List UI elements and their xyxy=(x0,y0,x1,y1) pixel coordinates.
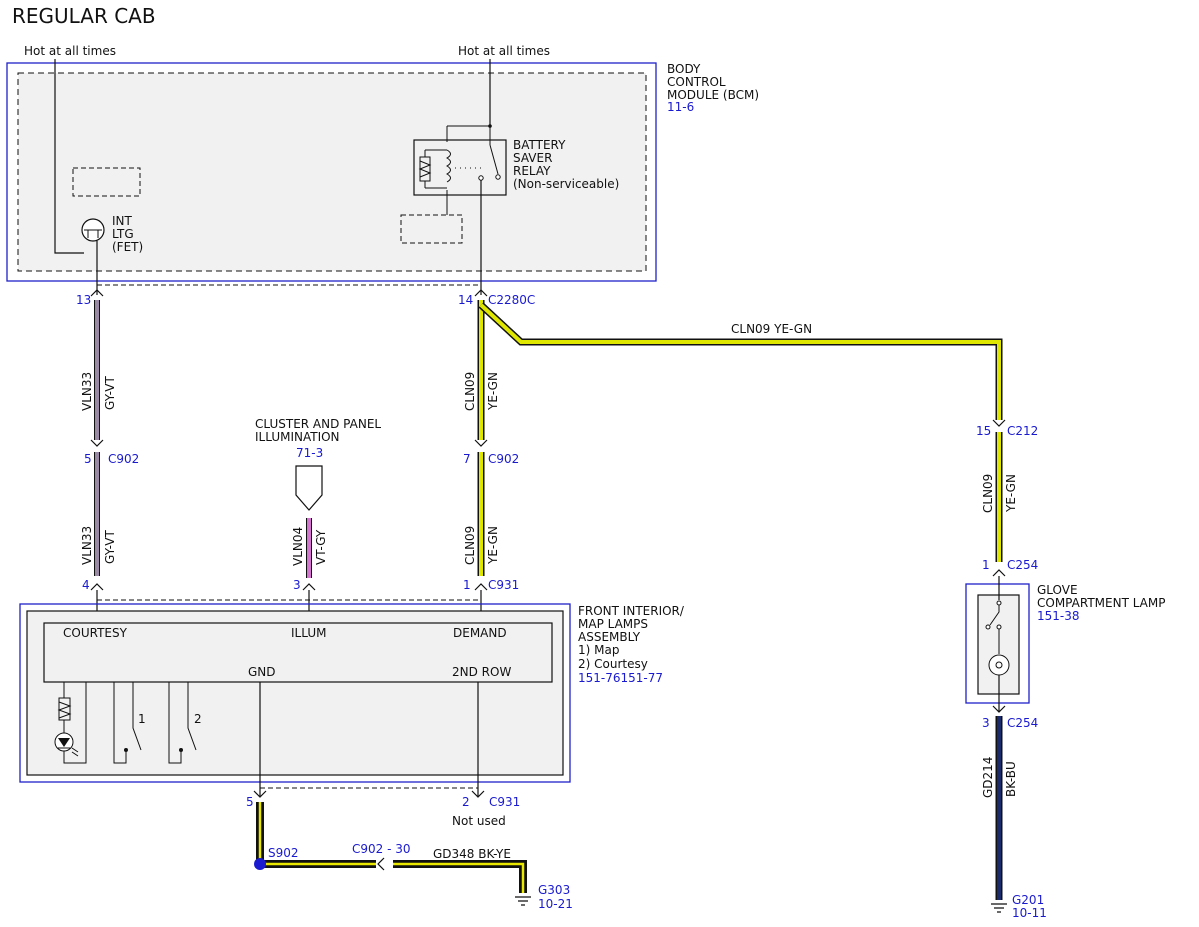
c902-pin-5: 5 xyxy=(84,452,92,466)
cluster-label-line1: CLUSTER AND PANEL xyxy=(255,417,381,431)
bcm-label-line3: MODULE (BCM) xyxy=(667,88,759,102)
s902-label: S902 xyxy=(268,846,299,860)
bcm-module-body xyxy=(17,72,647,272)
glove-bulb-icon xyxy=(988,654,1010,676)
wire-cln09-upper-circuit: CLN09 xyxy=(463,372,477,411)
relay-placeholder-box xyxy=(400,214,463,244)
g303-reference[interactable]: 10-21 xyxy=(538,897,573,911)
wire-vln33-lower-color: GY-VT xyxy=(103,530,117,564)
c931-connector-top[interactable]: C931 xyxy=(488,578,519,592)
front-lamps-module xyxy=(43,622,553,683)
c902-30-connector-icon xyxy=(377,857,385,871)
relay-coil-icon xyxy=(445,149,451,183)
glove-lamp-outline xyxy=(965,583,1030,704)
bcm-reference[interactable]: 11-6 xyxy=(667,100,694,114)
fet-label-line2: LTG xyxy=(112,227,134,241)
wire-cln09-lower-circuit: CLN09 xyxy=(463,526,477,565)
bcm-module-outline xyxy=(6,62,657,282)
bcm-label-line2: CONTROL xyxy=(667,75,726,89)
cluster-connector-flag-icon xyxy=(295,465,323,511)
glove-switch-icon xyxy=(989,605,1000,626)
c2280c-connector[interactable]: C2280C xyxy=(488,293,535,307)
g201-reference[interactable]: 10-11 xyxy=(1012,906,1047,920)
c254-pin-1: 1 xyxy=(982,558,990,572)
wire-cln09-branch xyxy=(479,303,1001,420)
c902-pin-7: 7 xyxy=(463,452,471,466)
c2280c-pin-14: 14 xyxy=(458,293,473,307)
switch-2-label: 2 xyxy=(194,712,202,726)
wire-gd214-circuit: GD214 xyxy=(981,757,995,798)
wire-cln09-upper-color: YE-GN xyxy=(486,372,500,411)
front-lamps-courtesy: COURTESY xyxy=(63,626,128,640)
cluster-reference[interactable]: 71-3 xyxy=(296,446,323,460)
relay-label-line2: SAVER xyxy=(513,151,552,165)
hot-label-right: Hot at all times xyxy=(458,44,550,58)
page-title: REGULAR CAB xyxy=(12,4,156,28)
s902-splice xyxy=(254,858,266,870)
relay-internal-wiring xyxy=(446,125,491,215)
wire-vln33-upper-circuit: VLN33 xyxy=(80,372,94,411)
wire-vln33-upper-color: GY-VT xyxy=(103,376,117,410)
fet-label-line3: (FET) xyxy=(112,240,143,254)
switch-1-label: 1 xyxy=(138,712,146,726)
c902-connector-left[interactable]: C902 xyxy=(108,452,139,466)
front-lamps-outline xyxy=(19,603,571,783)
wire-gd214-color: BK-BU xyxy=(1004,761,1018,797)
wire-cln09-branch-label: CLN09 YE-GN xyxy=(731,322,812,336)
wire-cln09-glove-circuit: CLN09 xyxy=(981,474,995,513)
c902-connector-right[interactable]: C902 xyxy=(488,452,519,466)
c254-pin-3: 3 xyxy=(982,716,990,730)
fet-power-feed xyxy=(54,59,84,254)
map-switch-icon xyxy=(132,698,142,751)
glove-reference[interactable]: 151-38 xyxy=(1037,609,1080,623)
courtesy-switch-icon xyxy=(187,682,197,751)
glove-label-line1: GLOVE xyxy=(1037,583,1078,597)
front-lamps-demand: DEMAND xyxy=(453,626,507,640)
relay-label-line1: BATTERY xyxy=(513,138,566,152)
cluster-label-line2: ILLUMINATION xyxy=(255,430,340,444)
front-lamps-label-line4: 1) Map xyxy=(578,643,619,657)
c931-pin-2: 2 xyxy=(462,795,470,809)
wire-cln09-glove-color: YE-GN xyxy=(1004,474,1018,513)
c931-pin-5: 5 xyxy=(246,795,254,809)
glove-label-line2: COMPARTMENT LAMP xyxy=(1037,596,1165,610)
front-lamps-reference[interactable]: 151-76151-77 xyxy=(578,671,663,685)
c931-connector-bottom[interactable]: C931 xyxy=(489,795,520,809)
c254-connector-bottom[interactable]: C254 xyxy=(1007,716,1038,730)
front-lamps-gnd: GND xyxy=(248,665,276,679)
c902-30-label[interactable]: C902 - 30 xyxy=(352,842,411,856)
hot-label-left: Hot at all times xyxy=(24,44,116,58)
front-lamps-label-line5: 2) Courtesy xyxy=(578,657,648,671)
not-used-label: Not used xyxy=(452,814,506,828)
c212-connector[interactable]: C212 xyxy=(1007,424,1038,438)
c931-pin-1: 1 xyxy=(463,578,471,592)
wire-vln04-color: VT-GY xyxy=(314,529,328,565)
wire-vln04-circuit: VLN04 xyxy=(291,527,305,566)
c931-pin-4: 4 xyxy=(82,578,90,592)
g303-label: G303 xyxy=(538,883,570,897)
relay-label-line4: (Non-serviceable) xyxy=(513,177,619,191)
wire-vln33-lower-circuit: VLN33 xyxy=(80,526,94,565)
front-lamps-label-line2: MAP LAMPS xyxy=(578,617,648,631)
c212-pin-15: 15 xyxy=(976,424,991,438)
c2280c-pin-13: 13 xyxy=(76,293,91,307)
g303-ground-icon xyxy=(515,896,531,906)
g201-ground-icon xyxy=(991,903,1007,913)
c931-pin-3: 3 xyxy=(293,578,301,592)
c254-connector-top[interactable]: C254 xyxy=(1007,558,1038,572)
front-lamps-label-line1: FRONT INTERIOR/ xyxy=(578,604,685,618)
front-lamps-2nd-row: 2ND ROW xyxy=(452,665,511,679)
bcm-label-line1: BODY xyxy=(667,62,701,76)
fet-placeholder-box xyxy=(72,167,141,197)
g201-label: G201 xyxy=(1012,893,1044,907)
relay-switch-icon xyxy=(489,144,499,175)
fet-transistor-symbol xyxy=(84,229,102,238)
front-lamps-illum: ILLUM xyxy=(291,626,326,640)
fet-label-line1: INT xyxy=(112,214,133,228)
wire-gd348-label: GD348 BK-YE xyxy=(433,847,511,861)
wire-cln09-lower-color: YE-GN xyxy=(486,526,500,565)
relay-label-line3: RELAY xyxy=(513,164,551,178)
front-lamps-label-line3: ASSEMBLY xyxy=(578,630,641,644)
